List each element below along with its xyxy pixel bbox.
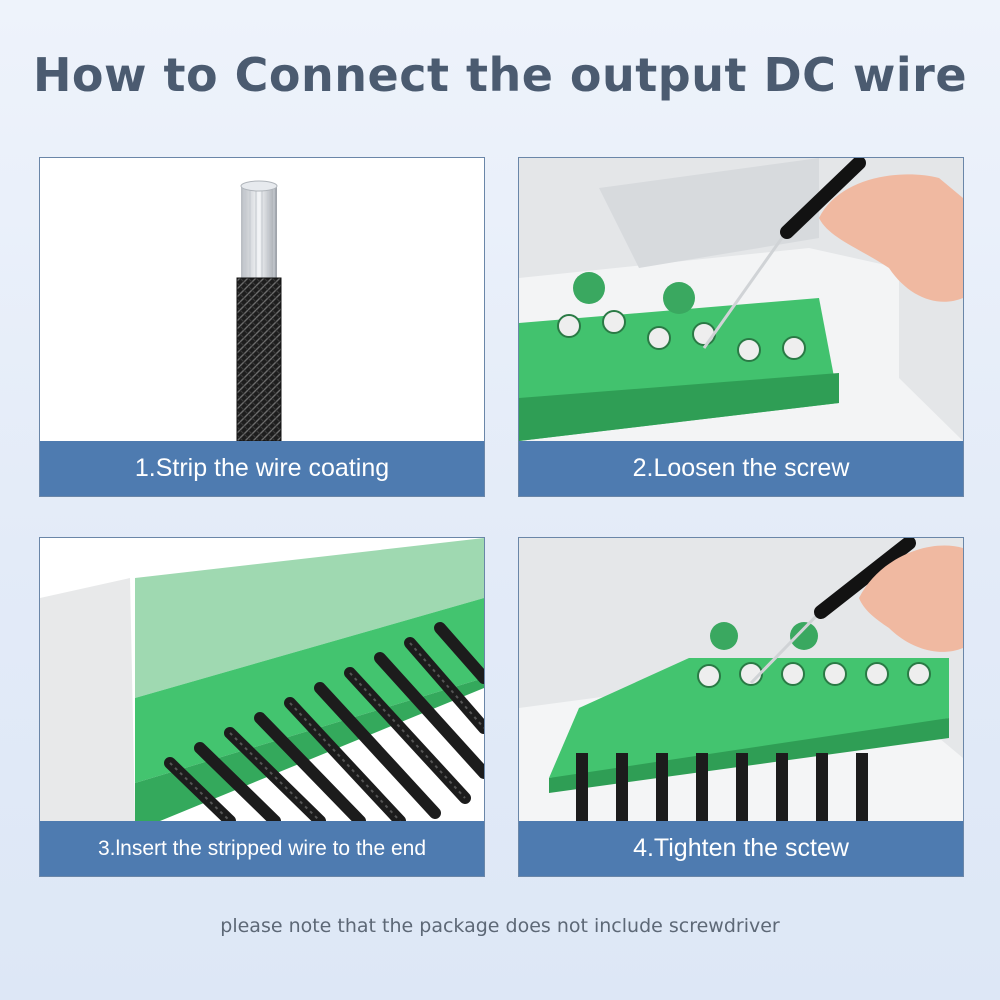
terminal-wires-icon [40, 538, 484, 821]
step-3-panel: 3.lnsert the stripped wire to the end [39, 537, 485, 877]
screwdriver-terminal-icon [519, 158, 963, 441]
page-title: How to Connect the output DC wire [32, 48, 968, 102]
step-4-panel: 4.Tighten the sctew [518, 537, 964, 877]
wire-stripped-icon [40, 158, 484, 441]
step-2-caption: 2.Loosen the screw [519, 441, 963, 496]
step-2-panel: 2.Loosen the screw [518, 157, 964, 497]
step-1-panel: 1.Strip the wire coating [39, 157, 485, 497]
step-3-caption: 3.lnsert the stripped wire to the end [40, 821, 484, 876]
screwdriver-terminal-wires-icon [519, 538, 963, 821]
step-1-caption: 1.Strip the wire coating [40, 441, 484, 496]
package-note: please note that the package does not in… [220, 915, 780, 937]
step-4-caption: 4.Tighten the sctew [519, 821, 963, 876]
